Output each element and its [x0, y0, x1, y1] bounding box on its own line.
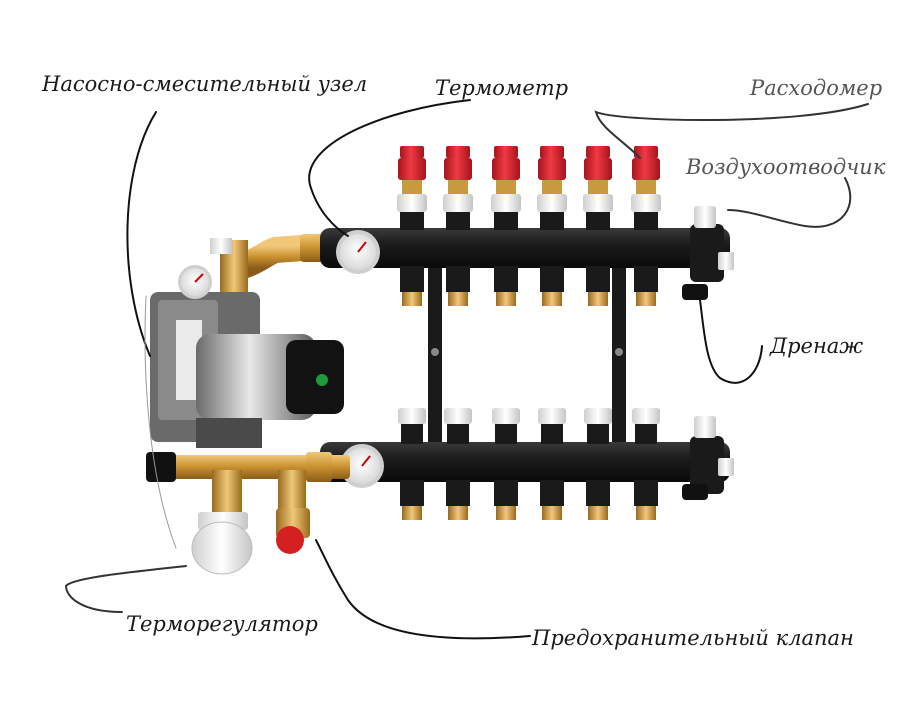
flowmeter	[397, 146, 427, 230]
flowmeter	[537, 146, 567, 230]
flowmeters	[397, 146, 661, 230]
label-flowmeter: Расходомер	[750, 76, 883, 100]
supply-outlet	[494, 266, 518, 306]
leader-safety-valve	[315, 539, 531, 640]
label-air-vent: Воздухоотводчик	[686, 155, 886, 179]
leader-thermometer	[308, 99, 471, 237]
label-pump-unit: Насосно-смесительный узел	[42, 72, 368, 96]
return-outlet	[446, 480, 470, 520]
leader-thermoregulator	[64, 565, 187, 613]
return-outlets	[400, 480, 658, 520]
supply-manifold	[320, 206, 734, 300]
return-valve-cap	[492, 408, 520, 444]
label-thermometer: Термометр	[435, 76, 569, 100]
flowmeter	[443, 146, 473, 230]
flowmeter	[491, 146, 521, 230]
leader-lines	[64, 99, 869, 640]
supply-outlet	[400, 266, 424, 306]
label-drain: Дренаж	[770, 334, 864, 358]
thermometer-supply	[336, 230, 380, 274]
capillary-line	[144, 295, 177, 549]
label-safety-valve: Предохранительный клапан	[532, 626, 854, 650]
thermoregulator-head	[191, 512, 253, 575]
thermometer-return	[340, 444, 384, 488]
return-valve-cap	[398, 408, 426, 444]
return-valve-cap	[538, 408, 566, 444]
supply-outlet	[540, 266, 564, 306]
supply-outlet	[586, 266, 610, 306]
return-outlet	[634, 480, 658, 520]
brass-pipe-bottom	[146, 452, 350, 520]
leader-drain	[699, 299, 763, 384]
return-outlet	[540, 480, 564, 520]
return-valve-caps	[398, 408, 660, 444]
flowmeter	[583, 146, 613, 230]
supply-outlet	[446, 266, 470, 306]
brass-pipe-top	[210, 233, 331, 300]
pump-unit	[150, 292, 344, 448]
supply-outlet	[634, 266, 658, 306]
flowmeter	[631, 146, 661, 230]
leader-flowmeter	[594, 103, 869, 159]
label-thermoregulator: Терморегулятор	[126, 612, 318, 636]
return-outlet	[586, 480, 610, 520]
air-vent-top	[694, 206, 716, 228]
return-manifold	[320, 416, 734, 500]
return-valve-cap	[444, 408, 472, 444]
leader-air-vent	[727, 177, 852, 228]
leader-pump-unit	[126, 111, 157, 357]
return-valve-cap	[632, 408, 660, 444]
return-outlet	[400, 480, 424, 520]
thermometer-pump	[178, 265, 212, 299]
support-rods	[428, 265, 626, 445]
drain-valve-top	[682, 284, 708, 300]
return-outlet	[494, 480, 518, 520]
safety-valve	[276, 508, 310, 554]
supply-outlets	[400, 266, 658, 306]
return-valve-cap	[584, 408, 612, 444]
